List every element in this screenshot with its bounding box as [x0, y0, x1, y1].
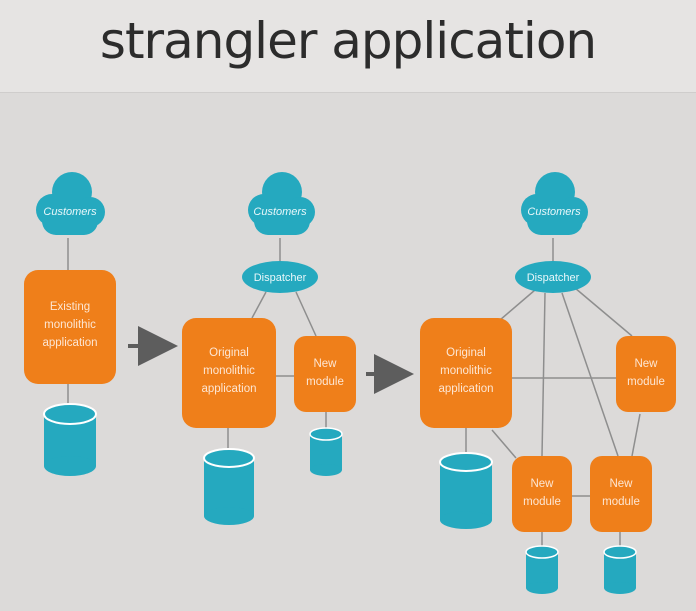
customers-label-3: Customers: [527, 206, 581, 218]
connector-line: [561, 292, 619, 457]
new-module-box-2: New module: [294, 336, 356, 412]
original-app-box-2: Original monolithic application: [182, 318, 276, 428]
connector-line: [491, 429, 517, 459]
new-module-3b-line-1: New: [530, 478, 554, 490]
stage-2: Customers Dispatcher Original monolithic…: [182, 172, 356, 525]
new-module-3a-line-1: New: [634, 358, 658, 370]
connector-line: [295, 291, 317, 337]
original-app-2-line-2: monolithic: [203, 365, 255, 377]
new-module-2-line-2: module: [306, 376, 344, 388]
customers-cloud-1: Customers: [36, 172, 105, 235]
existing-app-line-1: Existing: [50, 301, 90, 313]
new-module-3c-line-1: New: [609, 478, 633, 490]
connector-line: [631, 413, 641, 457]
original-app-3-line-1: Original: [446, 347, 486, 359]
customers-label-1: Customers: [43, 206, 97, 218]
existing-app-line-2: monolithic: [44, 319, 96, 331]
database-2-small: [309, 427, 343, 476]
database-1: [43, 403, 97, 476]
database-3-large: [439, 452, 493, 529]
new-module-3c-line-2: module: [602, 496, 640, 508]
original-app-3-line-2: monolithic: [440, 365, 492, 377]
connector-line: [574, 287, 633, 337]
dispatcher-3: Dispatcher: [515, 261, 591, 293]
original-app-3-line-3: application: [439, 383, 494, 395]
new-module-2-line-1: New: [313, 358, 337, 370]
new-module-box-3-right: New module: [616, 336, 676, 412]
title-band: [0, 0, 696, 93]
existing-app-line-3: application: [43, 337, 98, 349]
stage-3: Customers Dispatcher Original monolithic…: [420, 172, 676, 594]
original-app-box-3: Original monolithic application: [420, 318, 512, 428]
customers-cloud-2: Customers: [248, 172, 315, 235]
database-2-large: [203, 448, 255, 525]
new-module-3b-line-2: module: [523, 496, 561, 508]
new-module-box-3-left: New module: [512, 456, 572, 532]
existing-app-box: Existing monolithic application: [24, 270, 116, 384]
connector-line: [251, 291, 267, 319]
dispatcher-label-2: Dispatcher: [254, 272, 307, 284]
new-module-box-3-middle: New module: [590, 456, 652, 532]
dispatcher-label-3: Dispatcher: [527, 272, 580, 284]
database-3-small-right: [603, 545, 637, 594]
stage-1: Customers Existing monolithic applicatio…: [24, 172, 116, 476]
dispatcher-2: Dispatcher: [242, 261, 318, 293]
customers-cloud-3: Customers: [521, 172, 588, 235]
connector-line: [541, 292, 546, 457]
slide-title: strangler application: [99, 12, 597, 70]
customers-label-2: Customers: [253, 206, 307, 218]
new-module-3a-line-2: module: [627, 376, 665, 388]
database-3-small-left: [525, 545, 559, 594]
original-app-2-line-3: application: [202, 383, 257, 395]
connector-line: [499, 289, 536, 321]
original-app-2-line-1: Original: [209, 347, 249, 359]
